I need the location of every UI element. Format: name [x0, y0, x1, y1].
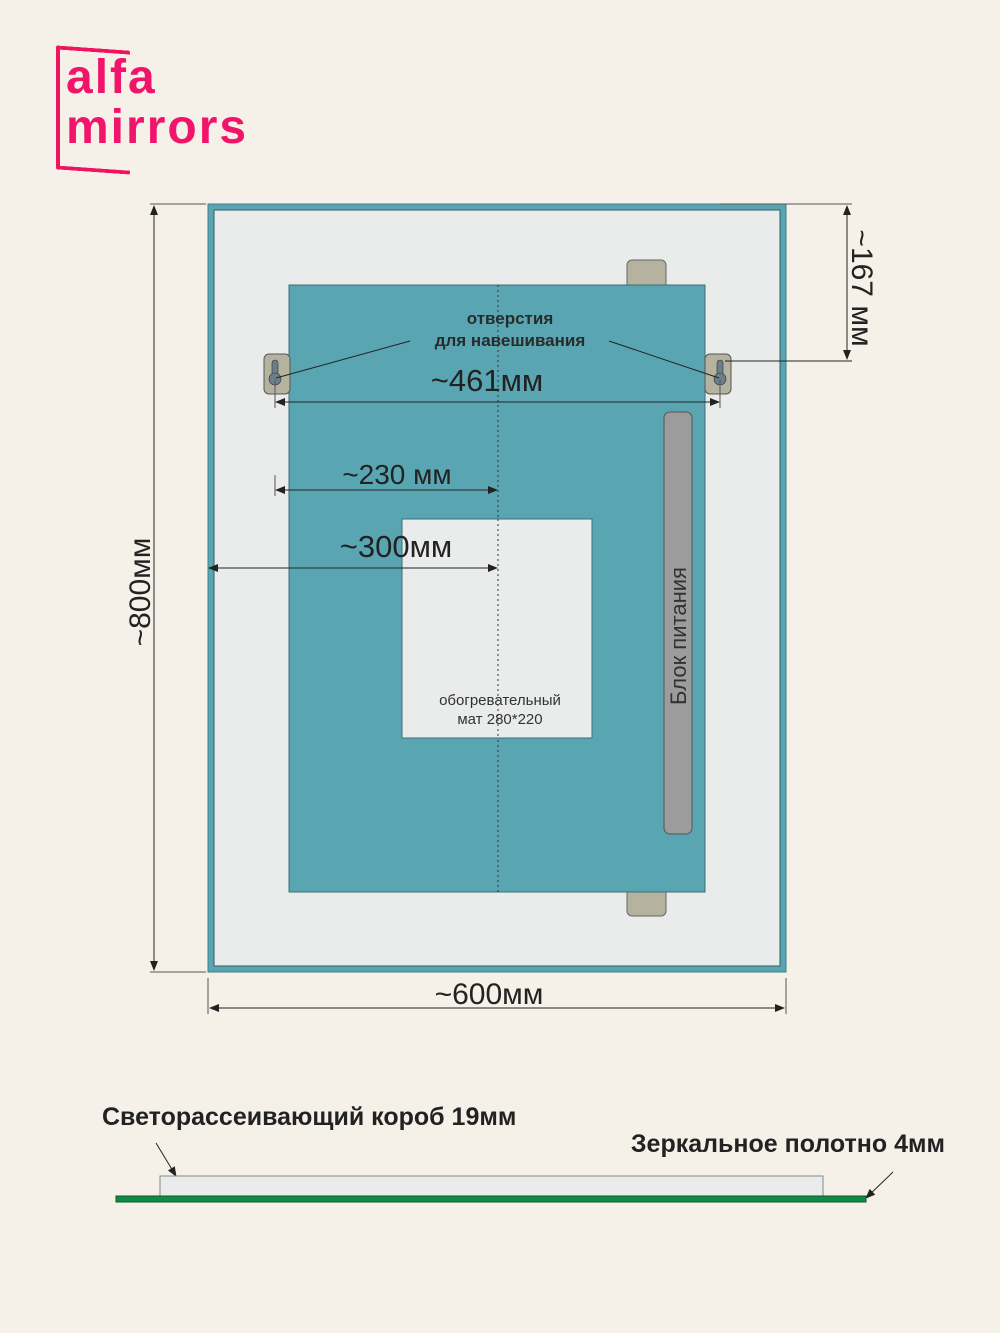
- logo-line2: mirrors: [66, 101, 249, 154]
- dim-230: ~230 мм: [342, 459, 451, 490]
- dim-top-offset: ~167 мм: [845, 229, 878, 346]
- side-mirror-label: Зеркальное полотно 4мм: [631, 1130, 945, 1158]
- dim-holes-spacing: ~461мм: [431, 363, 543, 398]
- power-unit-label: Блок питания: [666, 567, 691, 705]
- mount-holes-label-1: отверстия: [467, 309, 554, 328]
- side-mirror-sheet: [115, 1195, 867, 1203]
- heating-mat-label-2: мат 280*220: [457, 711, 542, 728]
- right-mount-hole-icon: [704, 353, 732, 395]
- side-box-label: Светорассеивающий короб 19мм: [102, 1103, 516, 1131]
- dim-width: ~600мм: [435, 978, 544, 1011]
- side-light-box: [159, 1175, 824, 1199]
- light-box-back: [288, 284, 706, 893]
- heating-mat: [401, 518, 593, 739]
- left-mount-hole-icon: [263, 353, 291, 395]
- power-unit: [663, 411, 693, 835]
- mount-holes-label-2: для навешивания: [435, 331, 586, 350]
- logo-line1: alfa: [66, 51, 157, 104]
- alfa-mirrors-logo: alfa mirrors: [52, 44, 322, 175]
- heating-mat-label-1: обогревательный: [439, 692, 561, 709]
- dim-height: ~800мм: [124, 538, 157, 647]
- dim-300: ~300мм: [340, 529, 452, 564]
